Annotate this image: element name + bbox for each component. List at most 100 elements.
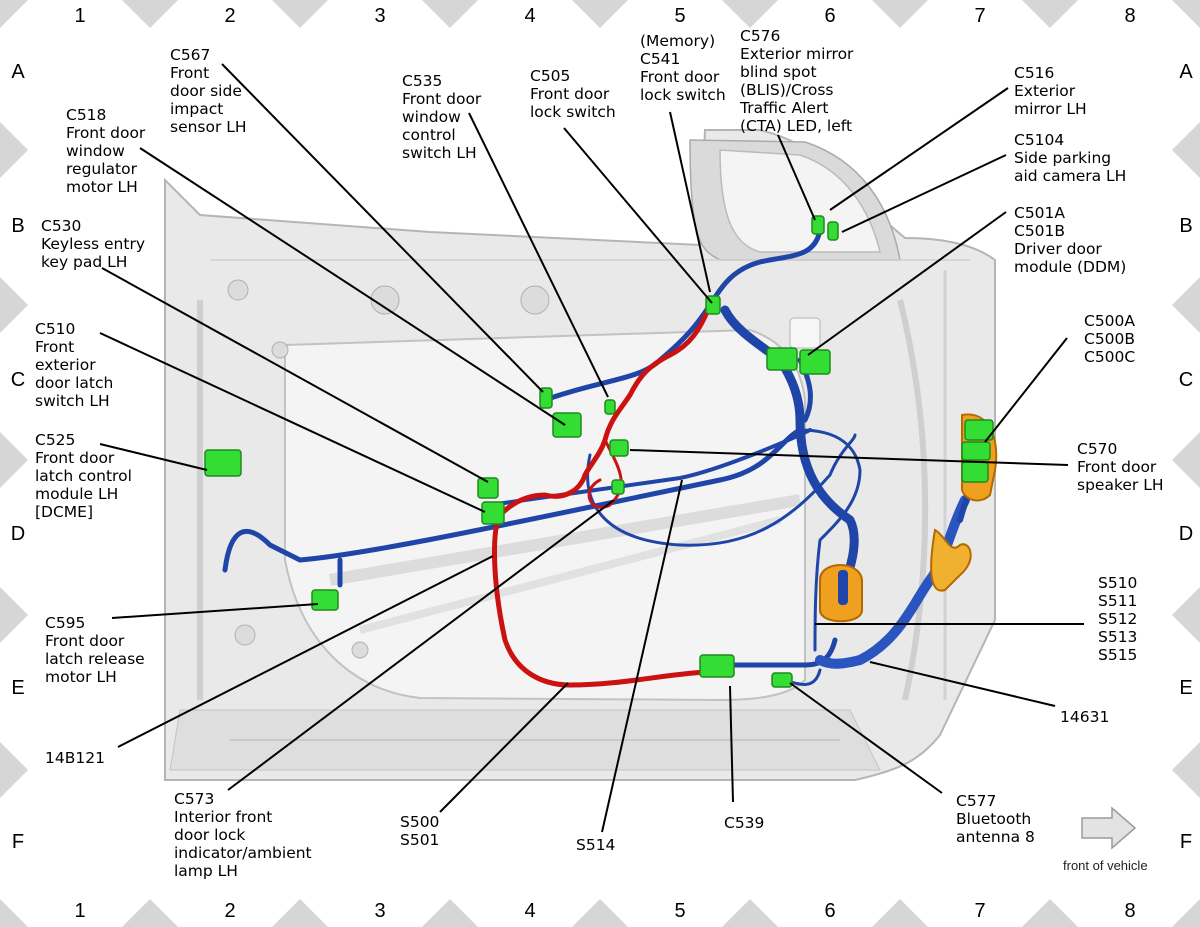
- callout-line: indicator/ambient: [174, 844, 312, 862]
- connector-c570: [609, 439, 629, 457]
- callout-line: control: [402, 126, 456, 144]
- callout-line: door side: [170, 82, 242, 100]
- callout-line: C525: [35, 431, 75, 449]
- grid-column-bottom-1: 1: [74, 900, 85, 922]
- grid-row-right-A: A: [1179, 61, 1193, 83]
- frame-diamond: [0, 742, 28, 798]
- callout-line: S501: [400, 831, 439, 849]
- callout-line: 14B121: [45, 749, 105, 767]
- grid-row-left-E: E: [11, 677, 24, 699]
- leader-s500: [439, 682, 569, 813]
- frame-diamond: [272, 899, 328, 927]
- callout-line: Front door: [45, 632, 125, 650]
- callout-line: S514: [576, 836, 615, 854]
- connector-c535: [539, 387, 553, 409]
- callout-line: C535: [402, 72, 442, 90]
- grid-column-bottom-4: 4: [524, 900, 535, 922]
- frame-diamond: [1172, 899, 1200, 927]
- frame-diamond: [1172, 0, 1200, 28]
- callout-line: C5104: [1014, 131, 1064, 149]
- connector-c518: [552, 412, 582, 438]
- leader-c595: [111, 603, 319, 619]
- callout-c539: C539: [724, 814, 764, 832]
- callout-line: C573: [174, 790, 214, 808]
- leader-c567: [221, 63, 544, 393]
- frame-diamond: [1172, 587, 1200, 643]
- grid-column-top-7: 7: [974, 5, 985, 27]
- grid-column-top-6: 6: [824, 5, 835, 27]
- grid-column-bottom-8: 8: [1124, 900, 1135, 922]
- leader-c14b121: [117, 555, 494, 748]
- grid-column-top-8: 8: [1124, 5, 1135, 27]
- frame-diamond: [1022, 0, 1078, 28]
- connector-c595: [311, 589, 339, 611]
- frame-diamond: [272, 0, 328, 28]
- connector-c577: [771, 672, 793, 688]
- callout-line: lamp LH: [174, 862, 238, 880]
- leader-14631: [869, 661, 1056, 707]
- callout-line: [DCME]: [35, 503, 93, 521]
- grid-row-left-C: C: [11, 369, 25, 391]
- callout-line: C510: [35, 320, 75, 338]
- callout-line: C501A: [1014, 204, 1065, 222]
- grid-column-top-2: 2: [224, 5, 235, 27]
- callout-line: (CTA) LED, left: [740, 117, 852, 135]
- frame-diamond: [122, 0, 178, 28]
- frame-diamond: [0, 587, 28, 643]
- callout-line: key pad LH: [41, 253, 127, 271]
- callout-n14631: 14631: [1060, 708, 1109, 726]
- callout-line: C505: [530, 67, 570, 85]
- callout-line: door lock: [174, 826, 245, 844]
- grid-column-bottom-7: 7: [974, 900, 985, 922]
- callout-line: C501B: [1014, 222, 1065, 240]
- callout-line: C539: [724, 814, 764, 832]
- callout-line: C576: [740, 27, 780, 45]
- callout-line: S511: [1098, 592, 1137, 610]
- connector-c501a: [766, 347, 798, 371]
- leader-c501: [807, 211, 1007, 356]
- grid-column-bottom-5: 5: [674, 900, 685, 922]
- callout-line: C518: [66, 106, 106, 124]
- grid-row-right-E: E: [1179, 677, 1192, 699]
- callout-line: (BLIS)/Cross: [740, 81, 833, 99]
- frame-diamond: [0, 122, 28, 178]
- callout-line: motor LH: [66, 178, 138, 196]
- callout-line: antenna 8: [956, 828, 1035, 846]
- callout-line: sensor LH: [170, 118, 247, 136]
- grid-row-left-F: F: [12, 831, 24, 853]
- grid-column-bottom-3: 3: [374, 900, 385, 922]
- grid-row-right-B: B: [1179, 215, 1192, 237]
- leader-c518: [139, 147, 566, 426]
- connector-c510: [481, 501, 505, 525]
- leader-c576: [777, 134, 816, 221]
- frame-diamond: [0, 899, 28, 927]
- callout-line: Front door: [530, 85, 610, 103]
- leader-c516: [829, 87, 1009, 211]
- callout-line: 14631: [1060, 708, 1109, 726]
- frame-diamond: [422, 0, 478, 28]
- frame-diamond: [722, 899, 778, 927]
- callout-line: Front door: [35, 449, 115, 467]
- harness-red: [492, 302, 713, 688]
- front-of-vehicle-indicator: front of vehicle: [1063, 806, 1148, 873]
- callout-line: lock switch: [640, 86, 726, 104]
- callout-line: C567: [170, 46, 210, 64]
- callout-line: C595: [45, 614, 85, 632]
- connector-c573b: [604, 399, 616, 415]
- callout-line: Front: [35, 338, 74, 356]
- frame-diamond: [1172, 432, 1200, 488]
- callout-line: Exterior: [1014, 82, 1076, 100]
- callout-line: exterior: [35, 356, 96, 374]
